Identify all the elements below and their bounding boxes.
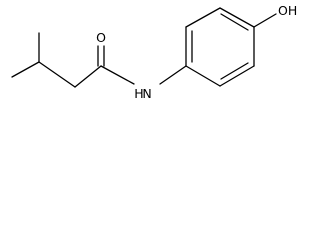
bond-ch2-to-carbonyl xyxy=(74,65,102,88)
bond-carbonyl-to-n xyxy=(100,65,135,85)
amide-hydrogen-label: H xyxy=(134,86,143,101)
bond-ring-to-oh xyxy=(253,13,277,28)
hydroxyl-group: OH xyxy=(253,3,297,28)
ring-bond-3 xyxy=(219,7,255,28)
carbonyl-oxygen-label: O xyxy=(96,30,106,45)
amide-nitrogen-label: N xyxy=(142,86,151,101)
benzene-ring xyxy=(185,7,255,87)
bond-branch-to-ch2 xyxy=(38,61,76,88)
bond-methyl-left xyxy=(11,61,40,78)
chemical-structure-diagram: O N H OH xyxy=(11,3,297,101)
ring-inner-double-bond-top xyxy=(220,13,249,31)
hydroxyl-label: OH xyxy=(278,3,297,18)
ring-inner-double-bond-bottom xyxy=(220,62,249,80)
isobutyl-chain xyxy=(11,32,102,88)
ring-bond-6 xyxy=(185,65,221,87)
ring-bond-5 xyxy=(219,65,255,87)
amide-group: O N H xyxy=(96,30,187,101)
ring-bond-2 xyxy=(185,7,221,28)
bond-n-to-ring xyxy=(159,65,187,85)
